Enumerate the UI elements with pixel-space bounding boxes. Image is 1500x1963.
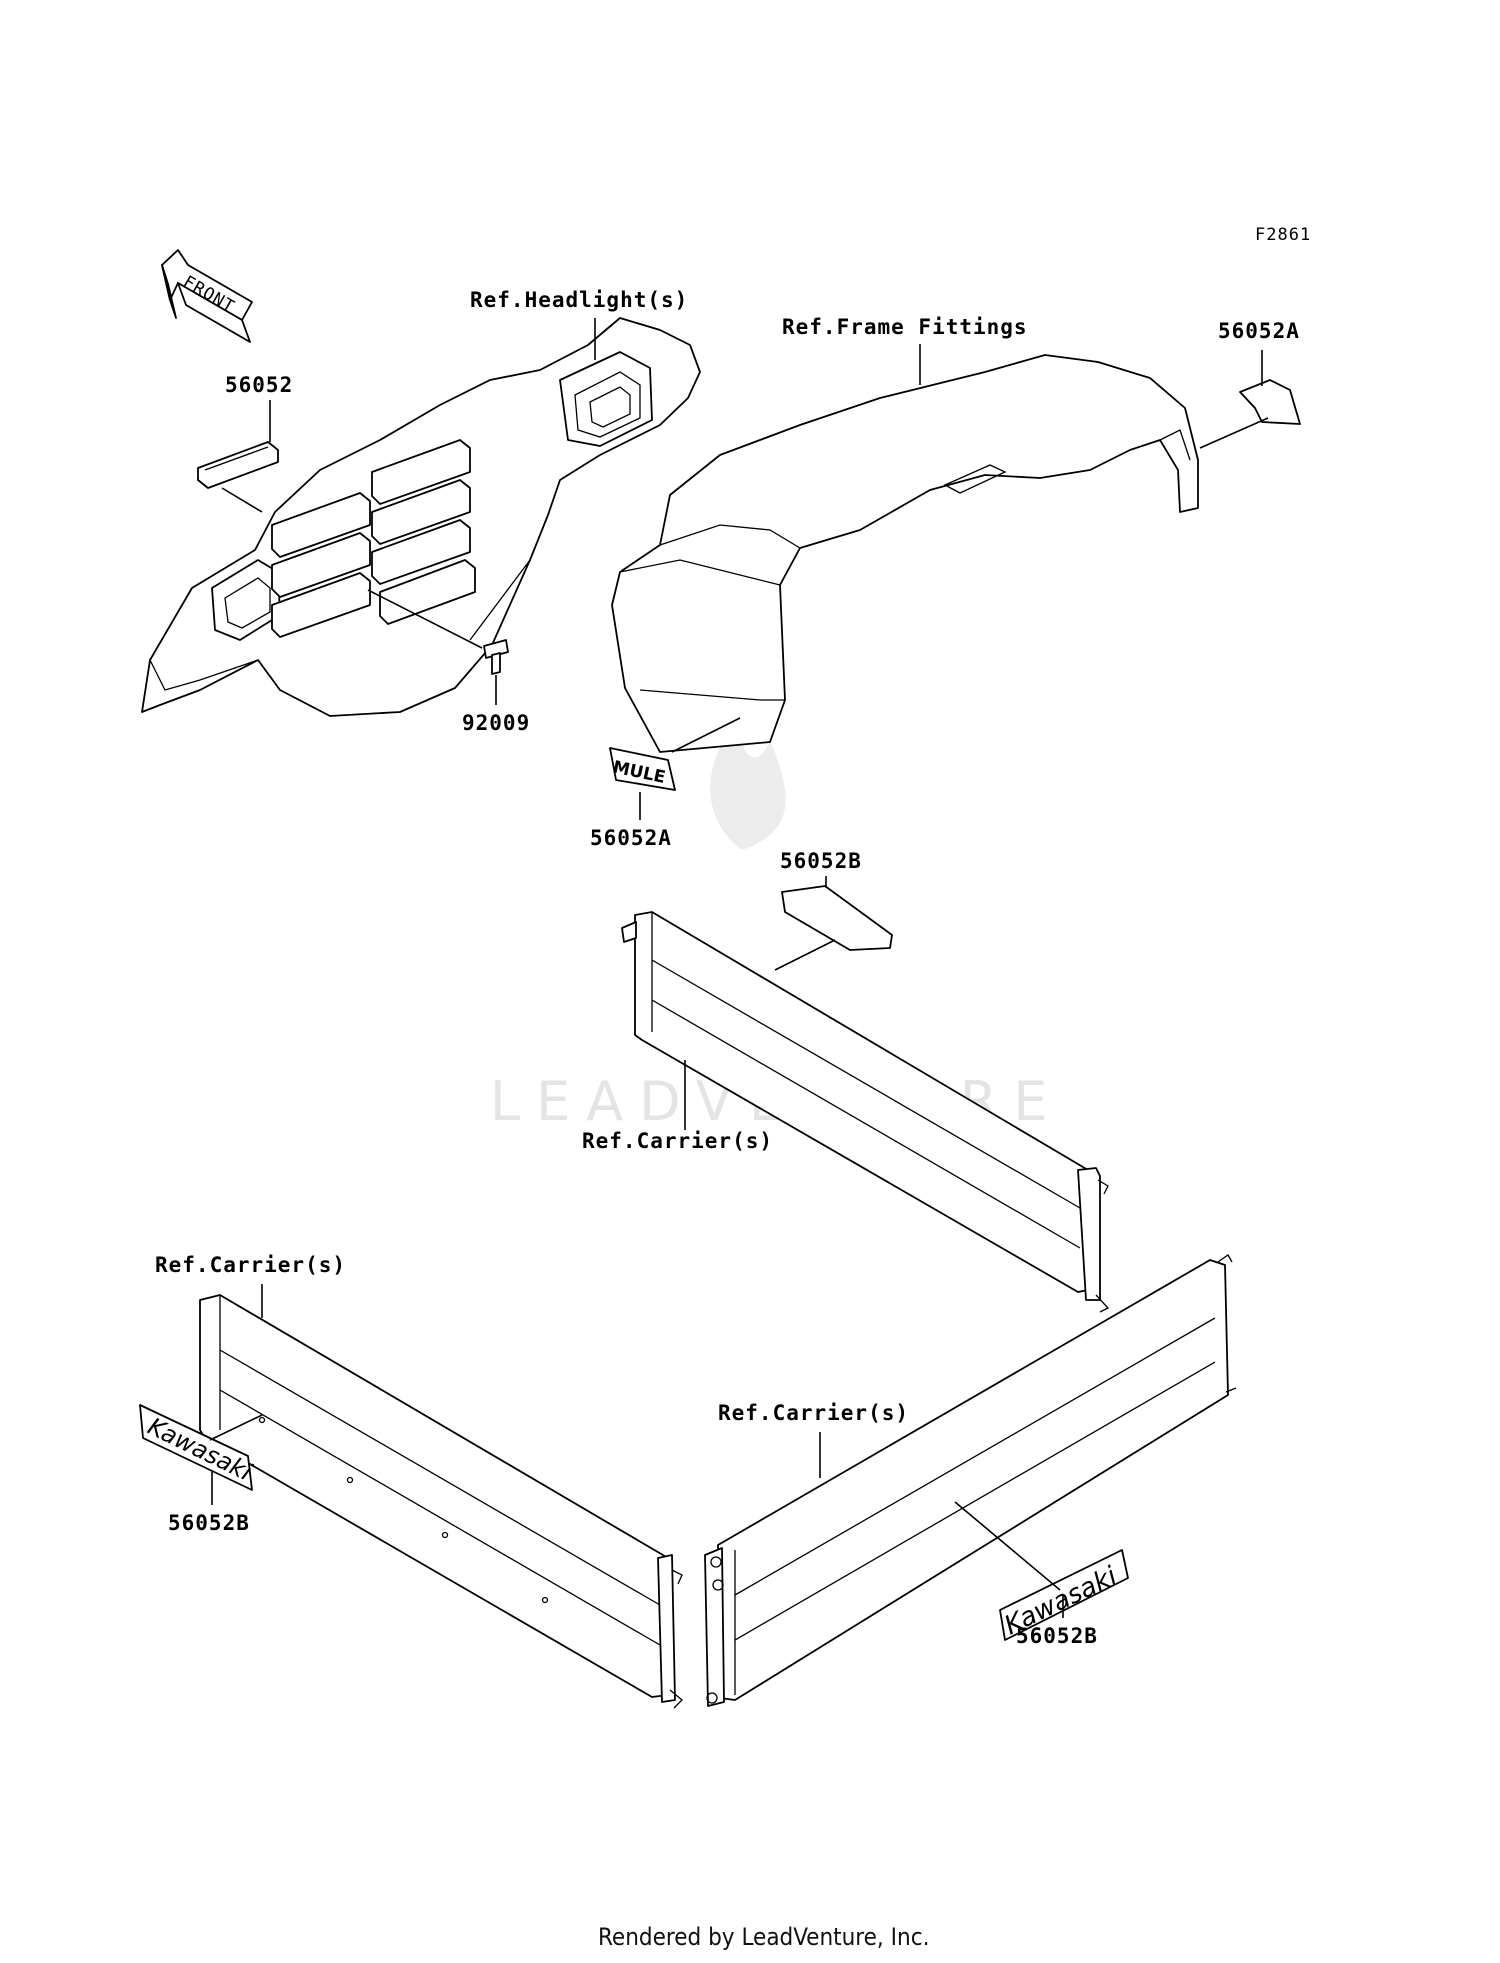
label-56052b-top: 56052B	[780, 849, 862, 873]
leader-56052b-right	[954, 1501, 1064, 1618]
part-56052-decal	[197, 441, 279, 489]
carrier-panel-upper	[621, 911, 1110, 1313]
label-56052b-left: 56052B	[168, 1511, 250, 1535]
leader-56052	[221, 400, 271, 513]
label-ref-headlights: Ref.Headlight(s)	[470, 288, 688, 312]
label-ref-frame-fittings: Ref.Frame Fittings	[782, 315, 1028, 339]
carrier-panel-left	[199, 1294, 683, 1709]
label-ref-carrier-1: Ref.Carrier(s)	[582, 1129, 773, 1153]
leader-56052a-bottom	[639, 717, 741, 820]
part-92009-bolt	[483, 639, 509, 675]
label-56052: 56052	[225, 373, 293, 397]
leader-92009	[367, 589, 497, 705]
hood-part	[611, 354, 1199, 753]
part-56052a-top-decal	[1239, 379, 1301, 425]
label-ref-carrier-3: Ref.Carrier(s)	[718, 1401, 909, 1425]
label-ref-carrier-2: Ref.Carrier(s)	[155, 1253, 346, 1277]
diagram-code: F2861	[1255, 225, 1311, 245]
label-92009: 92009	[462, 711, 530, 735]
carrier-panel-right	[704, 1254, 1237, 1707]
label-56052b-right: 56052B	[1016, 1624, 1098, 1648]
part-56052a-mule-decal: MULE	[609, 747, 676, 791]
watermark-flame-icon	[710, 720, 786, 850]
label-56052a-top: 56052A	[1218, 319, 1300, 343]
leader-56052a-top	[1199, 350, 1269, 449]
label-56052a-bottom: 56052A	[590, 826, 672, 850]
leader-56052b-top	[774, 876, 836, 971]
front-cover-part	[141, 317, 701, 717]
grille-slats	[271, 439, 476, 638]
footer-credit: Rendered by LeadVenture, Inc.	[598, 1923, 929, 1951]
leader-56052b-left	[209, 1414, 263, 1505]
part-56052b-top-decal	[781, 885, 893, 951]
front-arrow-icon: FRONT	[161, 249, 253, 343]
